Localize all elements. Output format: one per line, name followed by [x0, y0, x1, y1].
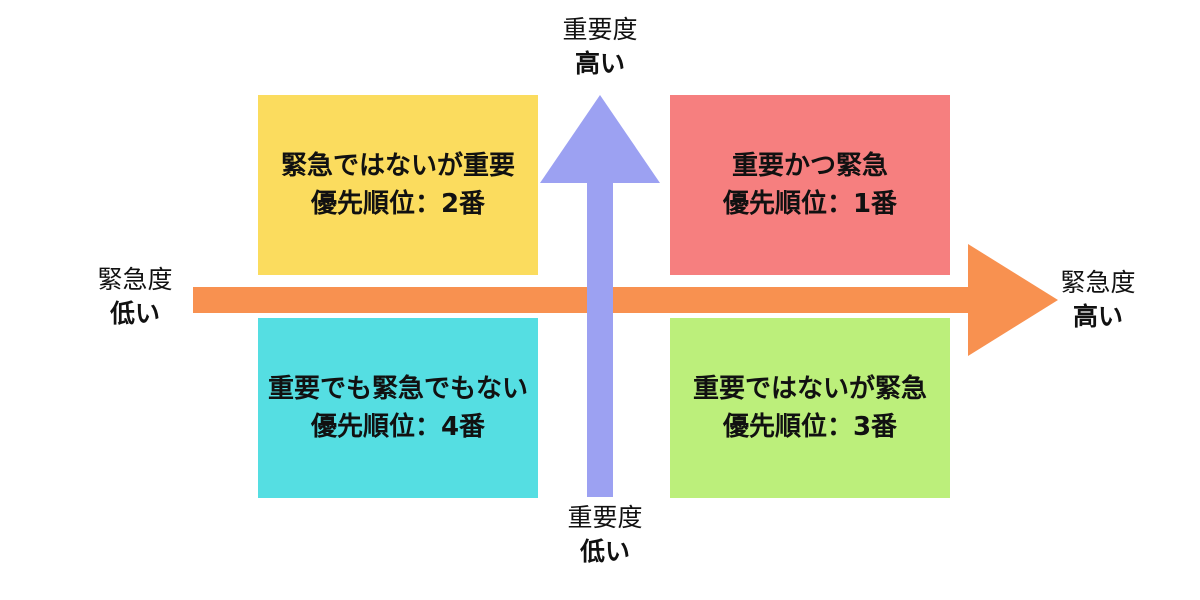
urgency-axis-low-label: 緊急度 低い: [50, 263, 220, 331]
quadrant-title: 重要かつ緊急: [731, 151, 888, 181]
vertical-axis-line: [587, 172, 613, 497]
quadrant-title: 重要ではないが緊急: [692, 374, 927, 404]
quadrant-priority: 優先順位：4番: [310, 412, 486, 442]
right-arrowhead-icon: [968, 244, 1058, 356]
quadrant-title: 緊急ではないが重要: [280, 151, 515, 181]
quadrant-priority-1: 重要かつ緊急 優先順位：1番: [670, 95, 950, 275]
axis-value-label: 低い: [109, 299, 160, 328]
quadrant-title: 重要でも緊急でもない: [267, 374, 528, 404]
quadrant-priority-2: 緊急ではないが重要 優先順位：2番: [258, 95, 538, 275]
axis-value-label: 低い: [579, 537, 630, 566]
quadrant-priority-4: 重要でも緊急でもない 優先順位：4番: [258, 318, 538, 498]
axis-value-label: 高い: [1072, 302, 1123, 331]
quadrant-priority: 優先順位：1番: [722, 189, 898, 219]
importance-axis-high-label: 重要度 高い: [500, 13, 700, 81]
urgency-axis-high-label: 緊急度 高い: [1013, 266, 1183, 334]
quadrant-priority-3: 重要ではないが緊急 優先順位：3番: [670, 318, 950, 498]
axis-name-label: 緊急度: [97, 265, 173, 294]
quadrant-priority: 優先順位：2番: [310, 189, 486, 219]
axis-value-label: 高い: [574, 49, 625, 78]
quadrant-priority: 優先順位：3番: [722, 412, 898, 442]
axis-name-label: 重要度: [562, 15, 638, 44]
importance-axis-low-label: 重要度 低い: [505, 501, 705, 569]
axis-name-label: 重要度: [567, 503, 643, 532]
axis-name-label: 緊急度: [1060, 268, 1136, 297]
horizontal-axis-line: [193, 287, 969, 313]
up-arrowhead-icon: [540, 95, 660, 183]
